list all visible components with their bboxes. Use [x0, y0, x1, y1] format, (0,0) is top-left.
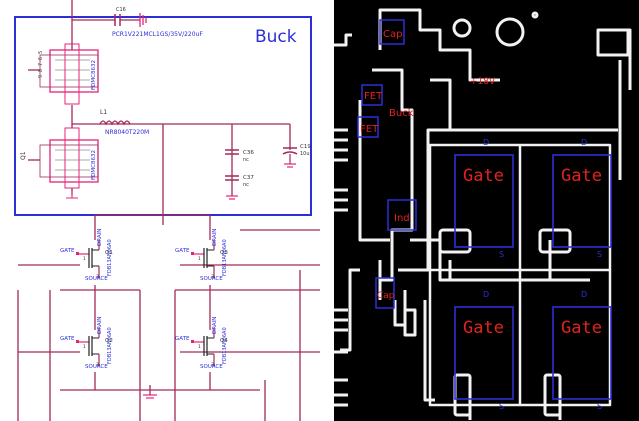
c19-val: 10u: [300, 151, 310, 157]
pcb-18v: +18V: [470, 77, 496, 87]
pcb-cap-top: Cap: [383, 29, 402, 40]
gate-d-label: D: [483, 138, 489, 147]
c37-val: nc: [243, 182, 249, 188]
pcb-fet1: FET: [364, 91, 383, 102]
buck-label: Buck: [255, 27, 297, 47]
mosfet-group: GATEDRAINSOURCEFDB13AN06A0Q113GATEDRAINS…: [60, 229, 228, 370]
ind-box: [387, 199, 417, 231]
gate-label: Gate: [561, 318, 602, 338]
svg-text:9 8 7 6 5: 9 8 7 6 5: [38, 51, 44, 78]
fet-bottom-part: FDMC8632: [91, 150, 97, 180]
cap-top-box: [379, 19, 405, 45]
pcb-panel: Cap FET FET Buck +18V Ind Cap GateDSGate…: [334, 0, 639, 421]
pcb-background: [334, 0, 639, 421]
pcb-gate-4: Gate D S: [552, 290, 612, 411]
gate-s-label: S: [499, 402, 504, 411]
pcb-gate-3: Gate D S: [454, 290, 514, 411]
gate-label: Gate: [463, 166, 504, 186]
mosfet-part: FDB13AN06A0: [222, 239, 228, 276]
pcb-ind: Ind: [394, 213, 410, 224]
schematic-wires: [17, 0, 320, 421]
fet-top: 9 8 7 6 5 FDMC8632: [38, 43, 99, 105]
mosfet-pin-3: 3: [211, 274, 214, 280]
pcb-buck: Buck: [389, 108, 414, 119]
pcb-gate-1: Gate D S: [454, 138, 514, 259]
mosfet-pin-3: 3: [96, 362, 99, 368]
pcb-gate-2: Gate D S: [552, 138, 612, 259]
mosfet-pin-3: 3: [96, 274, 99, 280]
mosfet-gate-label: GATE: [175, 336, 190, 342]
mosfet-ref: Q3: [220, 250, 228, 256]
gate-box: [454, 306, 514, 400]
mosfet-part: FDB13AN06A0: [107, 239, 113, 276]
inductor-part: NR8040T220M: [105, 129, 149, 136]
ground-symbol: [143, 394, 157, 399]
gate-d-label: D: [581, 290, 587, 299]
c37-ref: C37: [243, 175, 254, 181]
mosfet-pin-1: 1: [83, 256, 86, 262]
mosfet-source-label: SOURCE: [200, 364, 223, 370]
mosfet-pin-1: 1: [198, 344, 201, 350]
mosfet-drain-label: DRAIN: [212, 229, 218, 246]
fet-bottom: Q1 FDMC8632: [20, 127, 99, 199]
pcb-traces: [334, 8, 632, 420]
gate-s-label: S: [597, 402, 602, 411]
mosfet-part: FDB13AN06A0: [222, 327, 228, 364]
c36-val: nc: [243, 157, 249, 163]
mosfet-ref: Q1: [105, 250, 113, 256]
q-label: Q1: [20, 151, 27, 160]
mosfet-source-label: SOURCE: [85, 276, 108, 282]
mosfet-source-label: SOURCE: [85, 364, 108, 370]
gate-box: [552, 154, 612, 248]
schematic-background: [0, 0, 320, 421]
capacitor-c19: C19 10u: [282, 144, 311, 168]
mosfet-gate-label: GATE: [60, 248, 75, 254]
fet-top-part: FDMC8632: [91, 60, 97, 90]
mosfet-drain-label: DRAIN: [97, 317, 103, 334]
fet2-box: [357, 116, 379, 138]
cap-bottom-box: [375, 277, 395, 309]
pcb-annotation-boxes: [357, 19, 417, 309]
mosfet-pin-1: 1: [198, 256, 201, 262]
gate-s-label: S: [499, 250, 504, 259]
mosfet-source-label: SOURCE: [200, 276, 223, 282]
mosfet-gate-label: GATE: [60, 336, 75, 342]
c16-part: PCR1V221MCL1GS/35V/220uF: [112, 31, 203, 38]
c16-ref: C16: [116, 7, 126, 13]
mosfet-ref: Q4: [220, 338, 228, 344]
gate-box: [454, 154, 514, 248]
pcb-fet2: FET: [360, 124, 379, 135]
mosfet-ref: Q2: [105, 338, 113, 344]
capacitor-c16: C16 PCR1V221MCL1GS/35V/220uF: [112, 7, 203, 38]
gate-d-label: D: [581, 138, 587, 147]
pcb-cap-bottom: Cap: [377, 291, 395, 301]
mosfet-drain-label: DRAIN: [212, 317, 218, 334]
gate-box: [552, 306, 612, 400]
gate-label: Gate: [561, 166, 602, 186]
schematic-panel: Buck: [0, 0, 320, 421]
fet1-box: [361, 84, 383, 106]
gate-d-label: D: [483, 290, 489, 299]
mosfet-part: FDB13AN06A0: [107, 327, 113, 364]
mosfet-pin-1: 1: [83, 344, 86, 350]
c19-ref: C19: [300, 144, 311, 150]
mosfet-pin-3: 3: [211, 362, 214, 368]
gate-label: Gate: [463, 318, 504, 338]
inductor-l1: L1 NR8040T220M: [99, 109, 149, 136]
divider: [320, 0, 334, 421]
mosfet-gate-label: GATE: [175, 248, 190, 254]
inductor-ref: L1: [100, 109, 107, 116]
gate-s-label: S: [597, 250, 602, 259]
mosfet-drain-label: DRAIN: [97, 229, 103, 246]
c36-ref: C36: [243, 150, 254, 156]
capacitors-c36-c37: C36 nc C37 nc: [225, 149, 254, 200]
